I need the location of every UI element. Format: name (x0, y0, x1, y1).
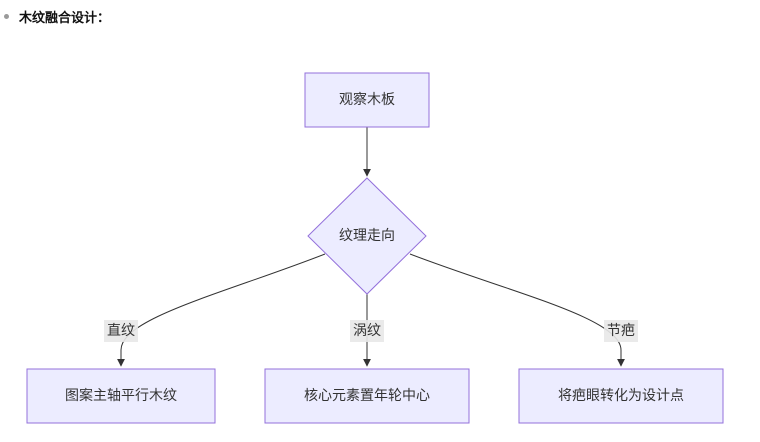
node-box (264, 368, 470, 424)
node-label: 观察木板 (339, 91, 395, 108)
node-grain-direction-decision: 纹理走向 (307, 177, 427, 295)
decision-diamond (307, 177, 427, 295)
node-label: 将疤眼转化为设计点 (558, 388, 684, 404)
node-box (518, 368, 724, 424)
node-parallel-axis: 图案主轴平行木纹 (26, 368, 216, 424)
edge-grain-to-parallel (117, 253, 326, 367)
section-title: 木纹融合设计： (19, 10, 111, 26)
node-label: 核心元素置年轮中心 (304, 388, 430, 404)
list-item-header: 木纹融合设计： (0, 6, 110, 26)
edge-label-straight-grain: 直纹 (104, 320, 138, 342)
node-box (304, 72, 430, 128)
node-ring-center: 核心元素置年轮中心 (264, 368, 470, 424)
node-knot-design-point: 将疤眼转化为设计点 (518, 368, 724, 424)
node-box (26, 368, 216, 424)
edge-label-bg (104, 320, 138, 342)
node-label: 纹理走向 (339, 228, 395, 244)
edge-label-bg (604, 320, 638, 342)
edge-label-text: 节疤 (607, 323, 635, 339)
edge-label-text: 涡纹 (353, 323, 381, 339)
edge-label-bg (350, 320, 384, 342)
edge-grain-to-knot (409, 253, 625, 367)
edge-label-text: 直纹 (107, 322, 135, 339)
node-label: 图案主轴平行木纹 (65, 387, 177, 404)
edge-label-knot: 节疤 (604, 320, 638, 342)
edge-label-swirl-grain: 涡纹 (350, 320, 384, 342)
bullet-icon (4, 13, 9, 19)
node-observe-board: 观察木板 (304, 72, 430, 128)
